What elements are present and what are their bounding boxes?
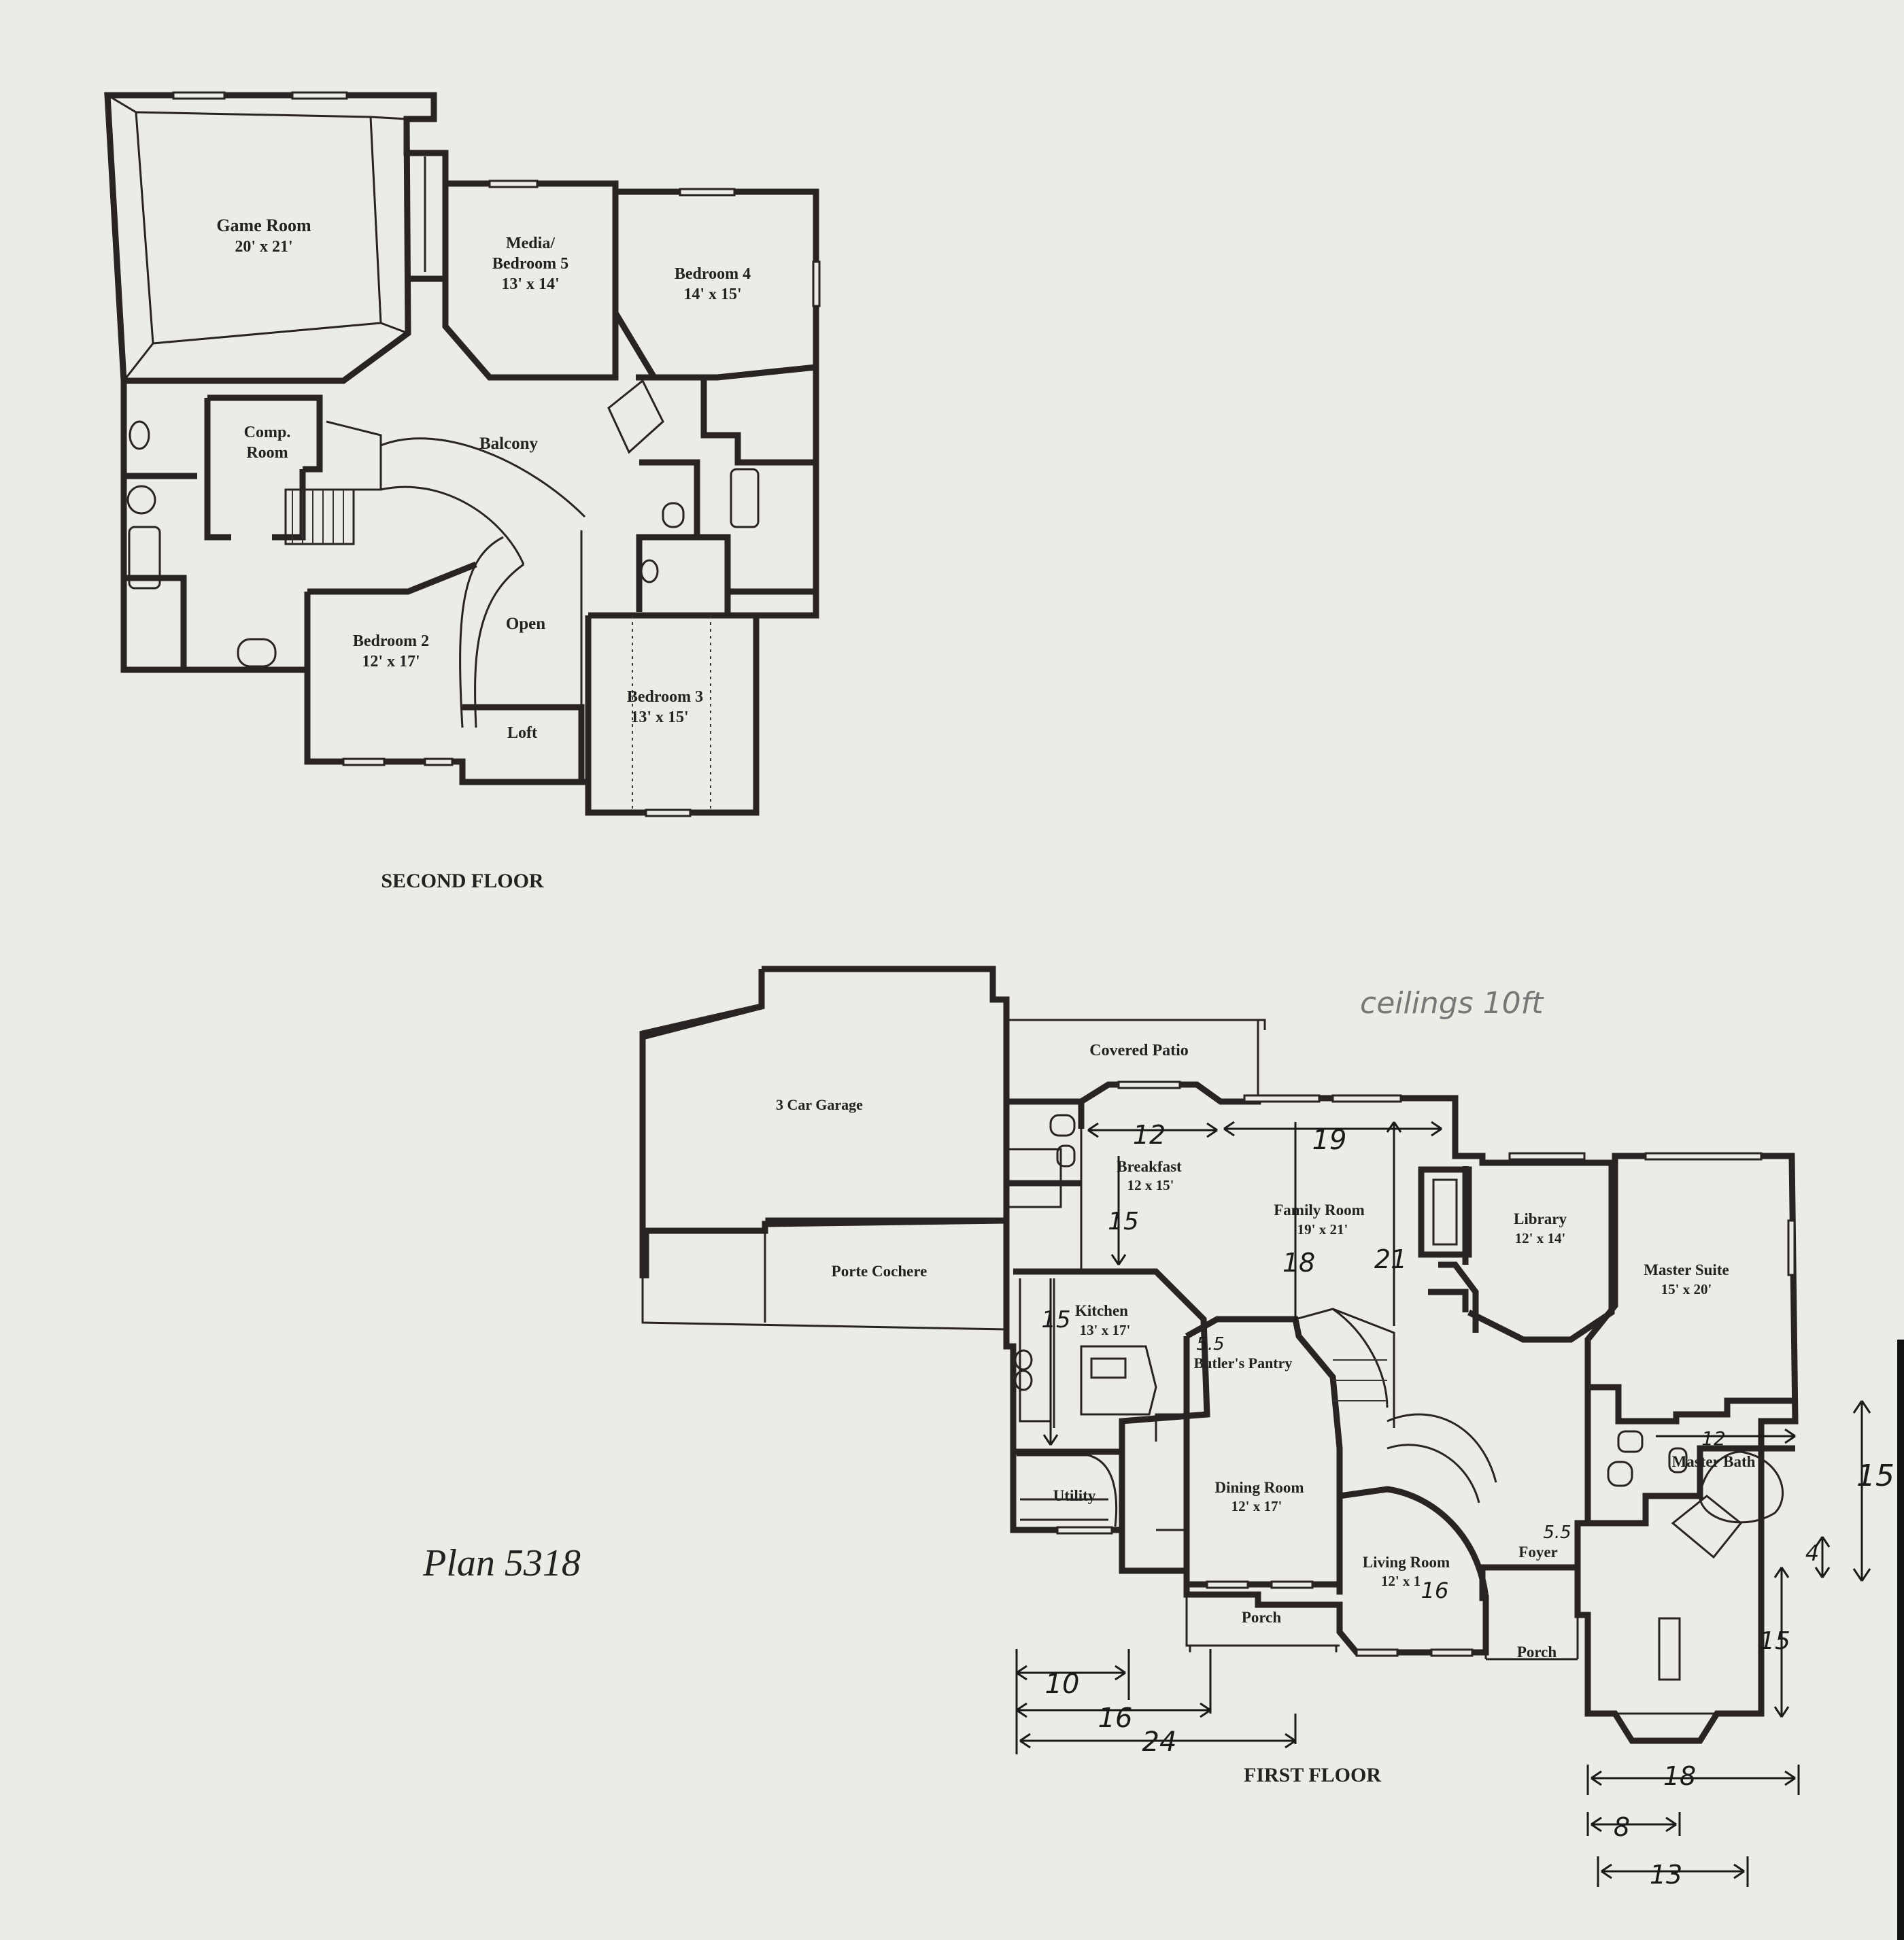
dim-bath-small: 4 xyxy=(1805,1540,1819,1566)
room-label: Porch xyxy=(1517,1644,1557,1661)
room-label: Bedroom 2 xyxy=(353,632,429,650)
room-label: Kitchen xyxy=(1075,1302,1128,1319)
plan-title: Plan 5318 xyxy=(422,1542,581,1584)
room-label: Breakfast xyxy=(1117,1158,1182,1175)
second-floor-plan xyxy=(104,91,821,817)
dim-family-width: 19 xyxy=(1312,1125,1347,1156)
room-size: 19' x 21' xyxy=(1297,1221,1348,1238)
room-size: 12' x 17' xyxy=(1231,1498,1282,1514)
room-label: Media/ xyxy=(506,235,555,252)
room-size: 12' x 1 xyxy=(1381,1573,1421,1589)
room-label: Open xyxy=(506,615,545,633)
dim-bottom-a: 18 xyxy=(1663,1761,1696,1791)
dim-kitchen: 15 xyxy=(1041,1306,1070,1333)
dim-family-depth-left: 18 xyxy=(1282,1248,1315,1278)
room-size: 12' x 14' xyxy=(1515,1230,1566,1246)
room-size: 15' x 20' xyxy=(1661,1281,1712,1297)
room-label: Bedroom 3 xyxy=(627,688,703,706)
dim-wing-depth: 15 xyxy=(1759,1627,1790,1655)
scan-edge xyxy=(1897,1340,1904,1940)
room-label: Master Bath xyxy=(1672,1453,1756,1470)
room-size: 12 x 15' xyxy=(1127,1177,1174,1193)
room-label: Balcony xyxy=(479,435,539,453)
room-label: Library xyxy=(1514,1210,1567,1227)
first-floor-plan xyxy=(639,966,1799,1744)
dim-family-depth-right: 21 xyxy=(1374,1244,1407,1274)
room-label: Dining Room xyxy=(1215,1479,1304,1496)
room-label: Porch xyxy=(1242,1609,1282,1626)
dim-front-a: 10 xyxy=(1045,1669,1080,1700)
handwritten-dimensions: 12 19 15 18 21 15 5.5 16 5.5 12 15 4 15 … xyxy=(1015,1120,1894,1890)
room-label: Bedroom 4 xyxy=(675,265,751,283)
first-floor-caption: FIRST FLOOR xyxy=(1244,1764,1381,1786)
first-floor-labels: 3 Car Garage Covered Patio Porte Cochere… xyxy=(776,1042,1756,1786)
room-label: Covered Patio xyxy=(1089,1042,1189,1059)
dim-breakfast-width: 12 xyxy=(1133,1120,1166,1150)
dim-bottom-c: 13 xyxy=(1650,1860,1682,1890)
dim-foyer: 5.5 xyxy=(1543,1522,1571,1543)
room-label: Foyer xyxy=(1518,1544,1557,1561)
dim-bottom-b: 8 xyxy=(1614,1812,1630,1842)
dim-breakfast-depth: 15 xyxy=(1108,1208,1139,1236)
second-floor-caption: SECOND FLOOR xyxy=(381,870,544,892)
dim-pantry: 5.5 xyxy=(1196,1334,1224,1355)
room-label: Living Room xyxy=(1363,1554,1450,1571)
room-label: Loft xyxy=(507,724,537,742)
pencil-note: ceilings 10ft xyxy=(1360,986,1544,1021)
room-label: Bedroom 5 xyxy=(492,255,568,273)
room-label: Game Room xyxy=(216,216,311,235)
room-size: 13' x 15' xyxy=(630,709,688,726)
room-label: Family Room xyxy=(1274,1202,1365,1219)
room-size: 12' x 17' xyxy=(362,653,420,670)
room-label: Master Suite xyxy=(1644,1261,1729,1278)
room-label: Porte Cochere xyxy=(832,1263,928,1280)
dim-living-depth: 16 xyxy=(1421,1578,1449,1603)
room-label: 3 Car Garage xyxy=(776,1096,863,1113)
dim-front-b: 16 xyxy=(1098,1703,1133,1734)
room-size: 14' x 15' xyxy=(683,286,741,303)
dim-bath-width: 12 xyxy=(1701,1427,1726,1450)
room-label: Room xyxy=(246,444,288,462)
room-label: Utility xyxy=(1053,1487,1096,1504)
dim-front-c: 24 xyxy=(1142,1726,1177,1758)
room-size: 13' x 17' xyxy=(1080,1322,1131,1338)
second-floor-labels: Game Room 20' x 21' Media/ Bedroom 5 13'… xyxy=(216,216,751,892)
room-size: 20' x 21' xyxy=(235,238,292,256)
room-size: 13' x 14' xyxy=(501,275,559,293)
room-label: Butler's Pantry xyxy=(1194,1355,1293,1372)
dim-bath-depth: 15 xyxy=(1856,1459,1894,1493)
room-label: Comp. xyxy=(244,424,291,441)
